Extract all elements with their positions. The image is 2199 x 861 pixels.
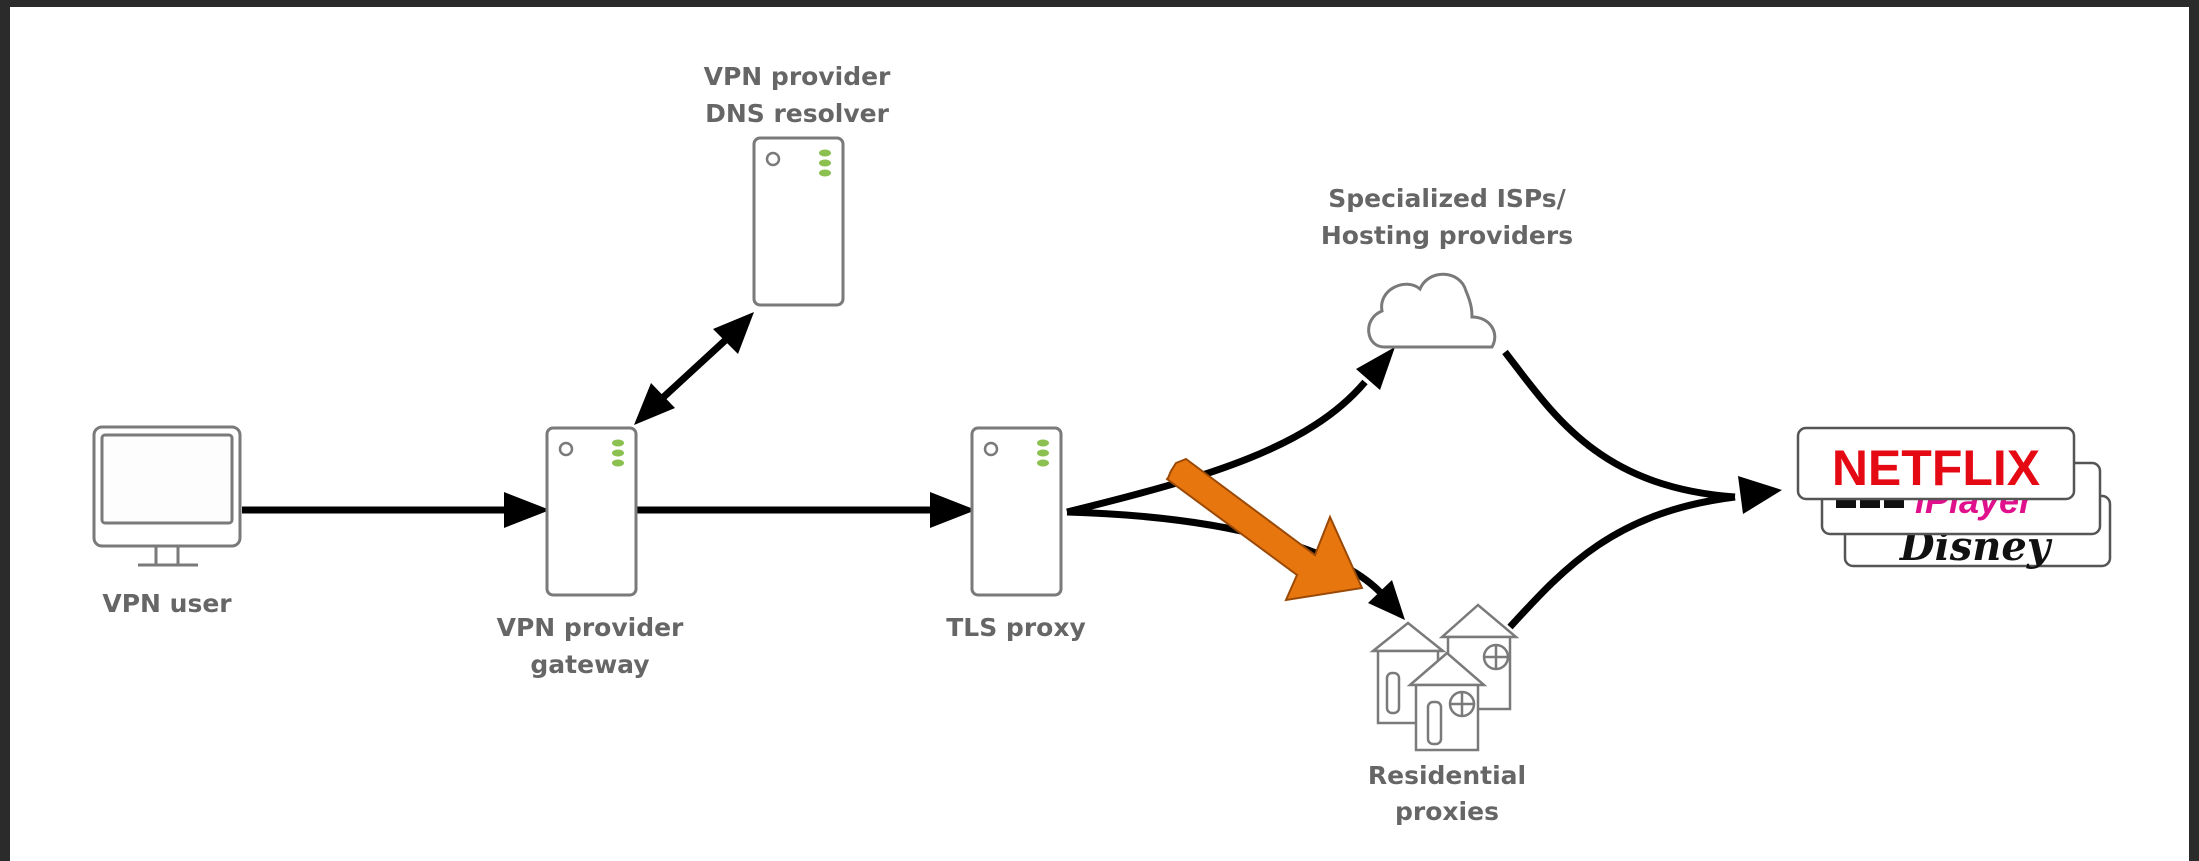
dns-label-line2: DNS resolver bbox=[705, 99, 890, 128]
vpn-user-label: VPN user bbox=[102, 589, 232, 618]
cloud-icon bbox=[1367, 272, 1497, 349]
arrowhead-gateway bbox=[504, 492, 550, 528]
arrowhead-gateway-side bbox=[634, 383, 675, 425]
highlight-arrow bbox=[1165, 457, 1364, 602]
diagram-canvas: VPN user VPN provider gateway VPN provid… bbox=[10, 7, 2189, 861]
arrow-gateway-dns bbox=[653, 332, 734, 407]
houses-icon bbox=[1369, 603, 1520, 752]
arrowhead-dns-side bbox=[713, 312, 754, 354]
arrow-residential-to-streaming bbox=[1507, 493, 1736, 630]
residential-label-line2: proxies bbox=[1395, 797, 1499, 826]
netflix-card bbox=[1796, 426, 2076, 501]
isp-label-line2: Hosting providers bbox=[1321, 221, 1573, 250]
streaming-logos: Disney iPlayer NETFLIX bbox=[1796, 426, 2112, 570]
monitor-icon bbox=[92, 425, 242, 567]
netflix-logo: NETFLIX bbox=[1832, 440, 2040, 496]
arrowhead-residential bbox=[1368, 580, 1405, 620]
arrowhead-streaming bbox=[1738, 476, 1782, 514]
tls-proxy-label: TLS proxy bbox=[946, 613, 1086, 642]
arrowhead-tls bbox=[930, 492, 976, 528]
gateway-label-line2: gateway bbox=[530, 650, 649, 679]
isp-label-line1: Specialized ISPs/ bbox=[1328, 184, 1566, 213]
server-icon bbox=[545, 426, 638, 597]
residential-label-line1: Residential bbox=[1368, 761, 1526, 790]
server-icon bbox=[970, 426, 1063, 597]
gateway-label-line1: VPN provider bbox=[497, 613, 684, 642]
arrowhead-isp bbox=[1356, 347, 1395, 390]
arrow-isp-to-streaming bbox=[1502, 349, 1736, 501]
server-icon bbox=[752, 136, 845, 307]
dns-label-line1: VPN provider bbox=[704, 62, 891, 91]
arrow-tls-to-isp bbox=[1066, 379, 1368, 516]
network-diagram: VPN user VPN provider gateway VPN provid… bbox=[92, 62, 2112, 826]
